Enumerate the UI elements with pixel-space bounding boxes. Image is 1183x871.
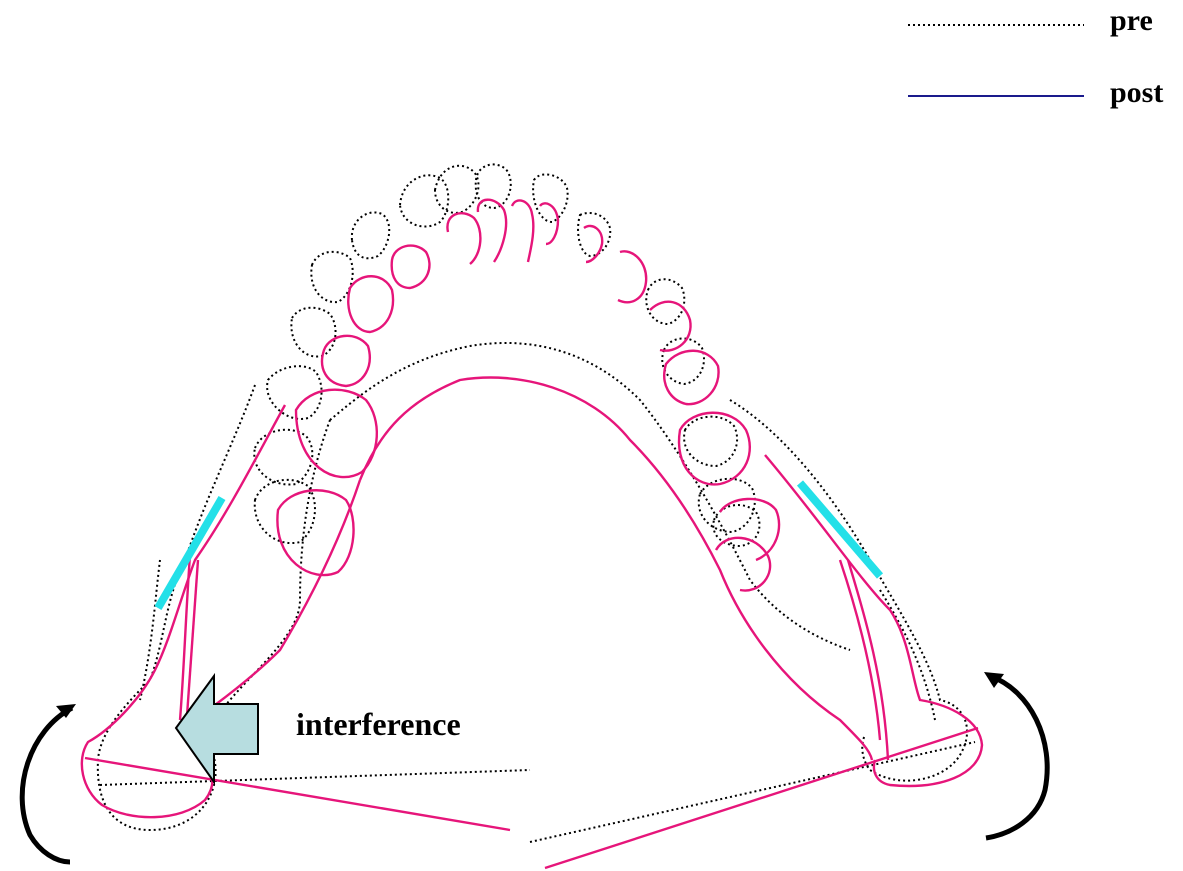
post-tooth xyxy=(478,200,506,262)
pre-condyle-line xyxy=(530,742,975,842)
post-tooth xyxy=(650,302,691,351)
post-tooth xyxy=(512,200,533,262)
post-tooth xyxy=(618,251,646,302)
pre-tooth xyxy=(255,480,315,543)
pre-tooth xyxy=(533,174,568,222)
contact-highlight-left xyxy=(158,498,222,608)
pre-tooth xyxy=(254,430,312,485)
post-tooth xyxy=(296,390,377,477)
post-inner-arch-left xyxy=(215,480,360,705)
post-outer-right-2 xyxy=(840,560,880,740)
post-condyle-line xyxy=(85,758,510,830)
pre-tooth xyxy=(684,417,737,466)
post-tooth xyxy=(584,226,602,262)
pre-tooth xyxy=(435,166,478,213)
pre-tooth xyxy=(352,212,389,258)
post-inner-arch xyxy=(360,378,872,761)
pre-tooth xyxy=(400,175,448,226)
pre-tooth xyxy=(311,252,352,302)
post-tooth xyxy=(540,203,558,244)
post-tooth xyxy=(392,246,430,288)
post-tooth xyxy=(679,413,750,485)
post-condyle-line xyxy=(545,728,978,868)
post-tooth xyxy=(322,336,370,386)
post-tooth xyxy=(664,351,718,404)
post-tooth xyxy=(447,213,480,264)
pre-tooth xyxy=(578,213,610,256)
clockwise-arrow-icon xyxy=(984,672,1047,838)
pre-tooth xyxy=(267,366,321,419)
post-tooth xyxy=(348,276,393,332)
post-outer-left xyxy=(82,405,285,817)
legend-pre-label: pre xyxy=(1110,4,1153,38)
pre-inner-arch-left xyxy=(215,420,330,720)
pre-tooth xyxy=(291,308,335,357)
legend-post-label: post xyxy=(1110,76,1163,110)
pre-inner-arch xyxy=(330,343,850,650)
counterclockwise-arrow-icon xyxy=(22,704,76,862)
post-tooth xyxy=(720,499,779,560)
interference-label: interference xyxy=(296,706,461,743)
